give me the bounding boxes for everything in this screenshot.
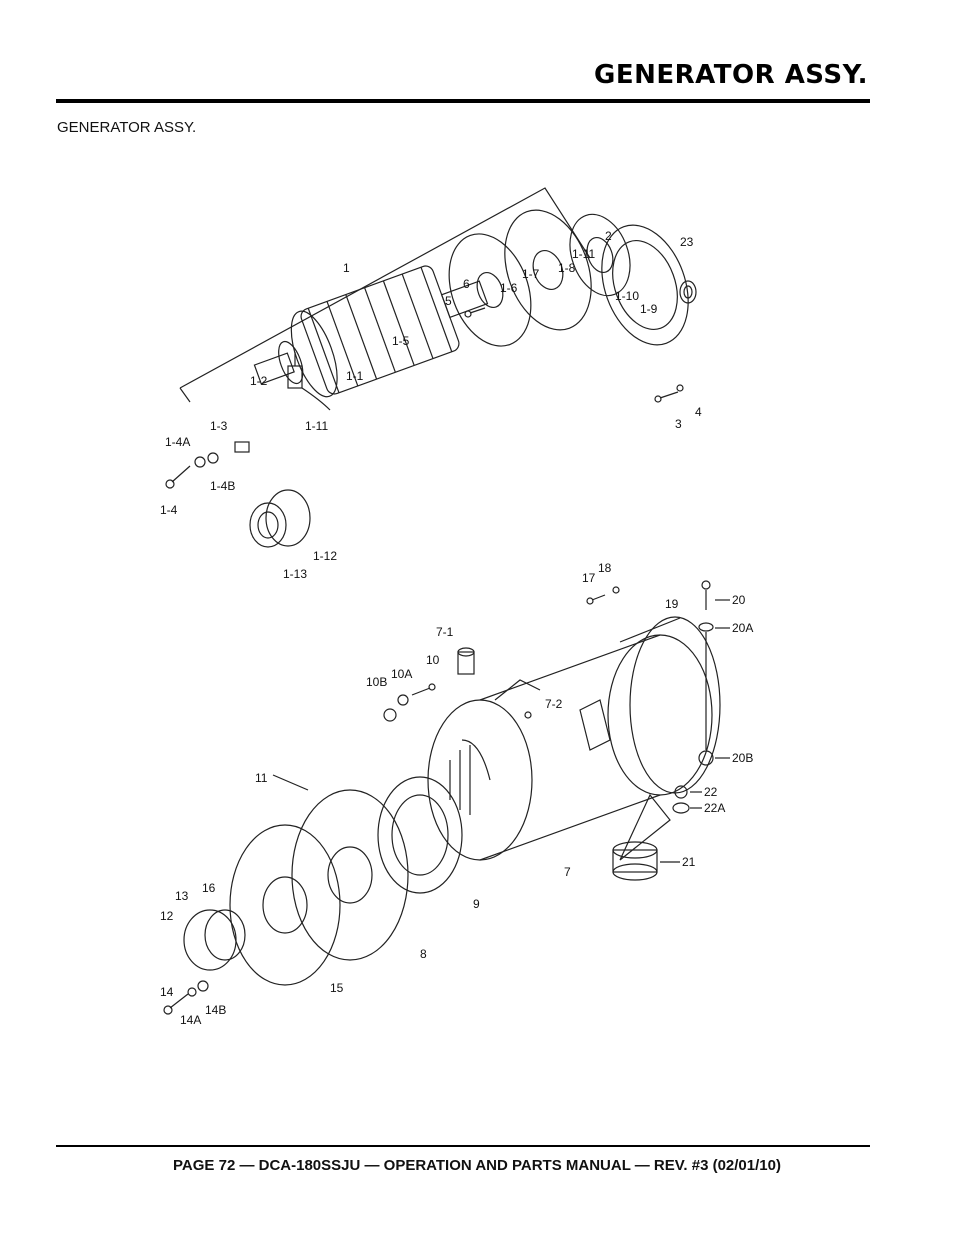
callout-label: 1-10 [615,289,639,303]
callout-label: 8 [420,947,427,961]
header-rule [56,99,870,103]
callout-label: 10A [391,667,412,681]
callout-label: 3 [675,417,682,431]
callout-label: 1-13 [283,567,307,581]
callout-label: 9 [473,897,480,911]
callout-label: 14B [205,1003,226,1017]
footer-rule [56,1145,870,1147]
callout-label: 18 [598,561,612,575]
callout-label: 1-4 [160,503,178,517]
callout-label: 5 [445,294,452,308]
callout-label: 1-11 [572,247,595,261]
callout-label: 23 [680,235,694,249]
callout-label: 1 [343,261,350,275]
callout-label: 1-3 [210,419,228,433]
callout-label: 22A [704,801,725,815]
callout-label: 1-1 [346,369,364,383]
callout-label: 1-4A [165,435,190,449]
callout-label: 20B [732,751,753,765]
callout-label: 20A [732,621,753,635]
callout-label: 1-7 [522,267,540,281]
page-title: GENERATOR ASSY. [594,60,868,90]
callout-label: 16 [202,881,216,895]
callout-label: 15 [330,981,344,995]
callout-label: 1-11 [305,419,328,433]
callout-label: 7-1 [436,625,454,639]
callout-label: 20 [732,593,746,607]
callout-label: 12 [160,909,174,923]
callout-label: 1-12 [313,549,337,563]
section-label: GENERATOR ASSY. [57,119,197,136]
callout-label: 2 [605,229,612,243]
callout-label: 13 [175,889,189,903]
callout-label: 10B [366,675,387,689]
callout-label: 1-9 [640,302,658,316]
callout-label: 10 [426,653,440,667]
callout-label: 21 [682,855,696,869]
callout-label: 1-2 [250,374,268,388]
callout-label: 7-2 [545,697,563,711]
callout-label: 6 [463,277,470,291]
callout-label: 1-4B [210,479,235,493]
callout-label: 4 [695,405,702,419]
callout-label: 19 [665,597,679,611]
callout-label: 7 [564,865,571,879]
callout-label: 22 [704,785,718,799]
callout-label: 11 [255,771,268,785]
callout-label: 1-8 [558,261,576,275]
callout-label: 17 [582,571,596,585]
callout-label: 1-5 [392,334,410,348]
callout-label: 14 [160,985,174,999]
callout-label: 14A [180,1013,201,1027]
generator-exploded-diagram: 1 1-2 1-1 1-3 1-11 1-4A 1-4 1-4B 1-5 1-6… [160,187,753,1027]
page-footer: PAGE 72 — DCA-180SSJU — OPERATION AND PA… [173,1157,781,1174]
callout-label: 1-6 [500,281,518,295]
